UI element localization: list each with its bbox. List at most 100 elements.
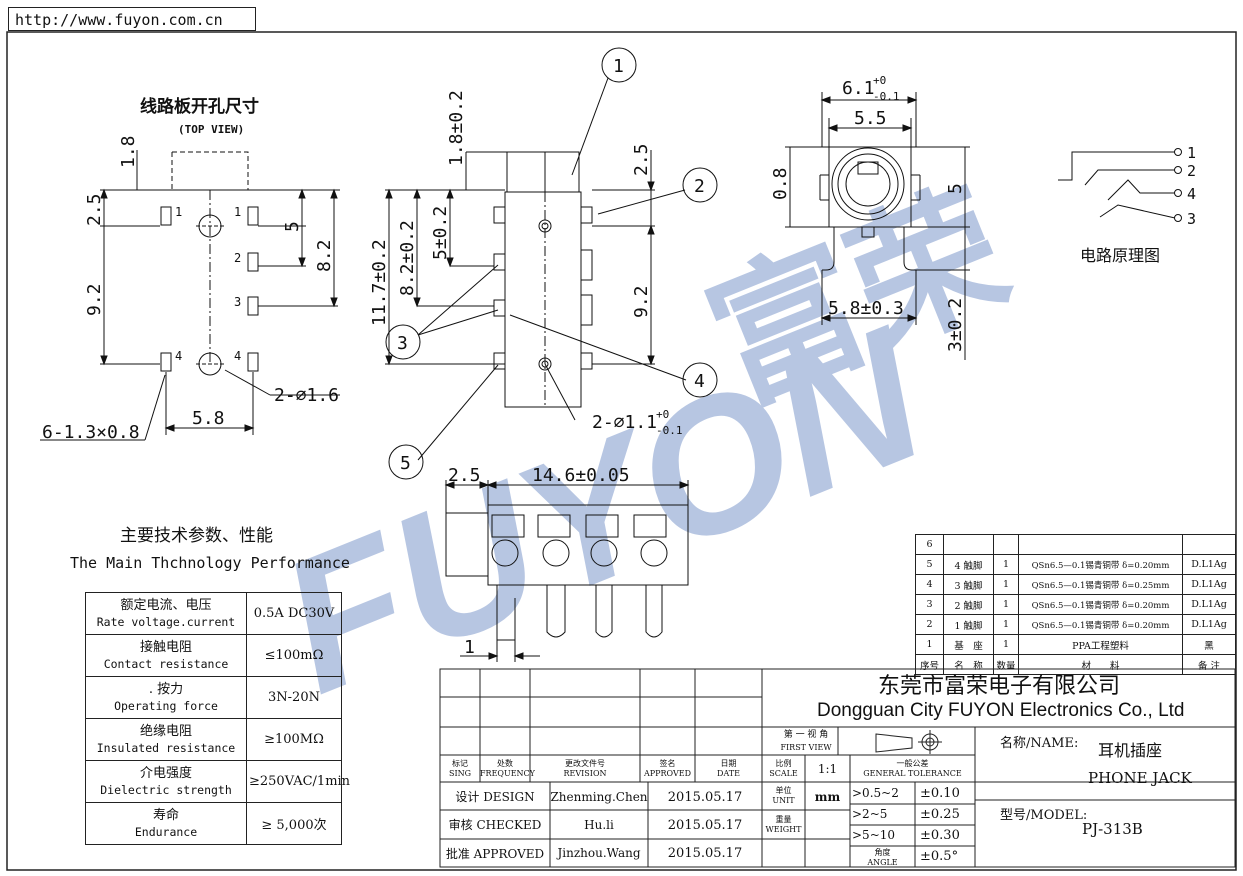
pin-4a: 4	[175, 349, 182, 363]
side-view	[385, 47, 718, 480]
dim-5: 5	[282, 221, 303, 232]
table-cell: QSn6.5—0.1锡青铜带 δ=0.20mm	[1018, 594, 1183, 615]
dim-5-5: 5.5	[854, 108, 887, 129]
tol-label-cn: 一般公差	[896, 759, 929, 768]
appr-label-cn: 签名	[659, 759, 676, 768]
table-cell: 名 称	[943, 654, 994, 675]
table-cell: 2 触脚	[943, 594, 994, 615]
param-value: 3N-20N	[246, 676, 342, 719]
dim-holes-tol-up: +0	[656, 408, 669, 421]
callout-5: 5	[400, 453, 411, 474]
model-label: 型号/MODEL:	[1000, 808, 1088, 823]
param-en: Contact resistance	[103, 656, 229, 671]
dim-2-5: 2.5	[84, 193, 105, 226]
circuit-diagram	[1058, 148, 1182, 222]
table-cell: D.L1Ag	[1182, 574, 1236, 595]
table-cell: 1	[993, 634, 1019, 655]
angle-label-en: ANGLE	[867, 858, 898, 867]
sign-label-en: SING	[448, 769, 472, 778]
first-view-en: FIRST VIEW	[780, 743, 832, 752]
param-value: ≥ 5,000次	[246, 802, 342, 845]
dim-1: 1	[464, 637, 475, 658]
bottom-view	[444, 480, 690, 662]
dim-9-2: 9.2	[84, 283, 105, 316]
date-label-en: DATE	[717, 769, 740, 778]
bom-header: 序号名 称数量材 料备 注	[915, 654, 1236, 675]
param-zh: . 按力	[148, 681, 184, 697]
performance-title-cn: 主要技术参数、性能	[120, 526, 273, 546]
product-name-en: PHONE JACK	[1088, 769, 1192, 787]
name-label: 名称/NAME:	[1000, 736, 1079, 751]
weight-label-en: WEIGHT	[765, 825, 802, 834]
tol-label-en: GENERAL TOLERANCE	[863, 769, 962, 778]
table-cell	[1018, 534, 1183, 555]
top-view-labels: 线路板开孔尺寸 (TOP VIEW) 1.8 2.5 9.2 5 8.2 5.8…	[42, 96, 339, 443]
website-url[interactable]: http://www.fuyon.com.cn	[8, 7, 256, 31]
sheet-border	[6, 31, 1237, 871]
param-en: Operating force	[114, 698, 218, 713]
param-zh: 额定电流、电压	[120, 597, 212, 613]
top-view-subtitle: (TOP VIEW)	[178, 123, 244, 136]
dim-6-1-tol-dn: -0.1	[873, 90, 900, 103]
table-cell: D.L1Ag	[1182, 594, 1236, 615]
dim-6-1-tol-up: +0	[873, 74, 886, 87]
sign-label-cn: 标记	[452, 759, 468, 768]
callout-4: 4	[694, 371, 705, 392]
design-role: 设计 DESIGN	[455, 790, 535, 804]
tol-value-3: ±0.30	[920, 828, 960, 843]
dim-5-8-tol: 5.8±0.3	[828, 298, 904, 319]
param-value: ≥250VAC/1min	[246, 760, 350, 803]
table-cell: 1	[993, 594, 1019, 615]
table-cell: D.L1Ag	[1182, 554, 1236, 575]
pin-1b: 1	[234, 205, 241, 219]
callout-2: 2	[694, 176, 705, 197]
param-value: ≥100MΩ	[246, 718, 342, 761]
table-cell: 3 触脚	[943, 574, 994, 595]
circuit-title: 电路原理图	[1080, 246, 1160, 265]
tol-value-2: ±0.25	[920, 807, 960, 822]
table-cell: 序号	[915, 654, 944, 675]
table-cell: 基 座	[943, 634, 994, 655]
top-view	[40, 150, 340, 441]
dim-2-5-side: 2.5	[631, 143, 652, 176]
param-zh: 寿命	[152, 807, 179, 823]
product-name-cn: 耳机插座	[1098, 741, 1163, 760]
table-cell: 1	[993, 554, 1019, 575]
rev-label-cn: 更改文件号	[565, 759, 605, 768]
table-cell: 1	[915, 634, 944, 655]
tol-range-2: >2~5	[852, 807, 888, 821]
param-zh: 绝缘电阻	[139, 723, 192, 739]
freq-label-cn: 处数	[497, 759, 513, 768]
dim-3-tol: 3±0.2	[945, 298, 966, 352]
company-name-en: Dongguan City FUYON Electronics Co., Ltd	[817, 700, 1185, 721]
circuit-pin-1: 1	[1187, 144, 1196, 162]
approved-role: 批准 APPROVED	[445, 847, 545, 861]
dim-holes-tol-dn: -0.1	[656, 424, 683, 437]
table-cell: PPA工程塑料	[1018, 634, 1183, 655]
dim-holes: 2-⌀1.6	[274, 385, 339, 406]
pin-2: 2	[234, 251, 241, 265]
design-date: 2015.05.17	[667, 790, 743, 805]
table-cell: 6	[915, 534, 944, 555]
table-cell: 1 触脚	[943, 614, 994, 635]
approved-date: 2015.05.17	[667, 846, 743, 861]
param-zh: 介电强度	[139, 765, 192, 781]
dim-8-2-tol: 8.2±0.2	[397, 220, 418, 296]
param-zh: 接触电阻	[139, 639, 192, 655]
weight-label-cn: 重量	[775, 815, 792, 824]
appr-label-en: APPROVED	[643, 769, 691, 778]
checked-role: 审核 CHECKED	[448, 818, 542, 832]
table-cell: 1	[993, 614, 1019, 635]
checked-name: Hu.li	[584, 818, 614, 832]
dim-0-8: 0.8	[770, 167, 791, 200]
table-cell: D.L1Ag	[1182, 614, 1236, 635]
